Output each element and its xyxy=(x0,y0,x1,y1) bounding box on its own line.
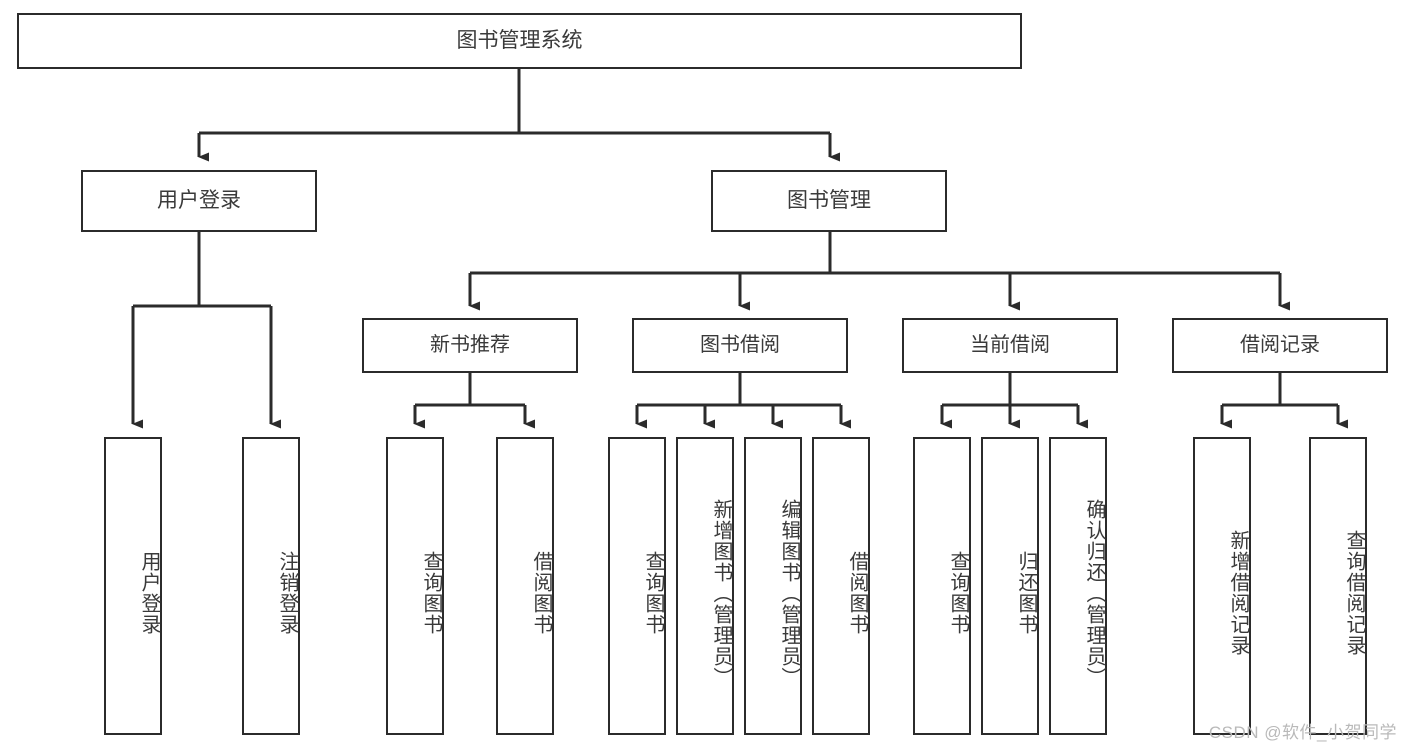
node-label: 用户登录 xyxy=(138,551,160,635)
node-new-book-recommend[interactable]: 新书推荐 xyxy=(362,318,578,373)
leaf-borrow-edit-book[interactable]: 编辑图书（管理员） xyxy=(744,437,802,735)
node-book-manage[interactable]: 图书管理 xyxy=(711,170,947,232)
leaf-current-return-book[interactable]: 归还图书 xyxy=(981,437,1039,735)
leaf-borrow-borrow-book[interactable]: 借阅图书 xyxy=(812,437,870,735)
leaf-recommend-borrow-book[interactable]: 借阅图书 xyxy=(496,437,554,735)
node-label: 归还图书 xyxy=(1015,551,1037,635)
leaf-borrow-query-book[interactable]: 查询图书 xyxy=(608,437,666,735)
node-label: 图书管理 xyxy=(787,189,871,213)
leaf-current-confirm-return[interactable]: 确认归还（管理员） xyxy=(1049,437,1107,735)
node-root-system[interactable]: 图书管理系统 xyxy=(17,13,1022,69)
csdn-watermark: CSDN @软件_小贺同学 xyxy=(1208,723,1397,742)
node-label: 确认归还（管理员） xyxy=(1083,498,1105,688)
leaf-current-query-book[interactable]: 查询图书 xyxy=(913,437,971,735)
leaf-recommend-query-book[interactable]: 查询图书 xyxy=(386,437,444,735)
node-label: 新增借阅记录 xyxy=(1227,530,1249,656)
node-label: 用户登录 xyxy=(157,189,241,213)
node-user-login[interactable]: 用户登录 xyxy=(81,170,317,232)
node-label: 查询图书 xyxy=(947,551,969,635)
leaf-user-login[interactable]: 用户登录 xyxy=(104,437,162,735)
node-borrow-record[interactable]: 借阅记录 xyxy=(1172,318,1388,373)
node-label: 查询借阅记录 xyxy=(1343,530,1365,656)
node-label: 借阅图书 xyxy=(846,551,868,635)
node-label: 借阅记录 xyxy=(1240,334,1320,357)
node-current-borrow[interactable]: 当前借阅 xyxy=(902,318,1118,373)
leaf-borrow-add-book[interactable]: 新增图书（管理员） xyxy=(676,437,734,735)
leaf-record-add[interactable]: 新增借阅记录 xyxy=(1193,437,1251,735)
node-book-borrow[interactable]: 图书借阅 xyxy=(632,318,848,373)
leaf-user-logout[interactable]: 注销登录 xyxy=(242,437,300,735)
node-label: 新书推荐 xyxy=(430,334,510,357)
node-label: 图书管理系统 xyxy=(456,29,583,53)
leaf-record-query[interactable]: 查询借阅记录 xyxy=(1309,437,1367,735)
node-label: 查询图书 xyxy=(420,551,442,635)
node-label: 借阅图书 xyxy=(530,551,552,635)
node-label: 注销登录 xyxy=(276,551,298,635)
node-label: 图书借阅 xyxy=(700,334,780,357)
node-label: 查询图书 xyxy=(642,551,664,635)
node-label: 新增图书（管理员） xyxy=(710,498,732,688)
node-label: 编辑图书（管理员） xyxy=(778,498,800,688)
node-label: 当前借阅 xyxy=(970,334,1050,357)
